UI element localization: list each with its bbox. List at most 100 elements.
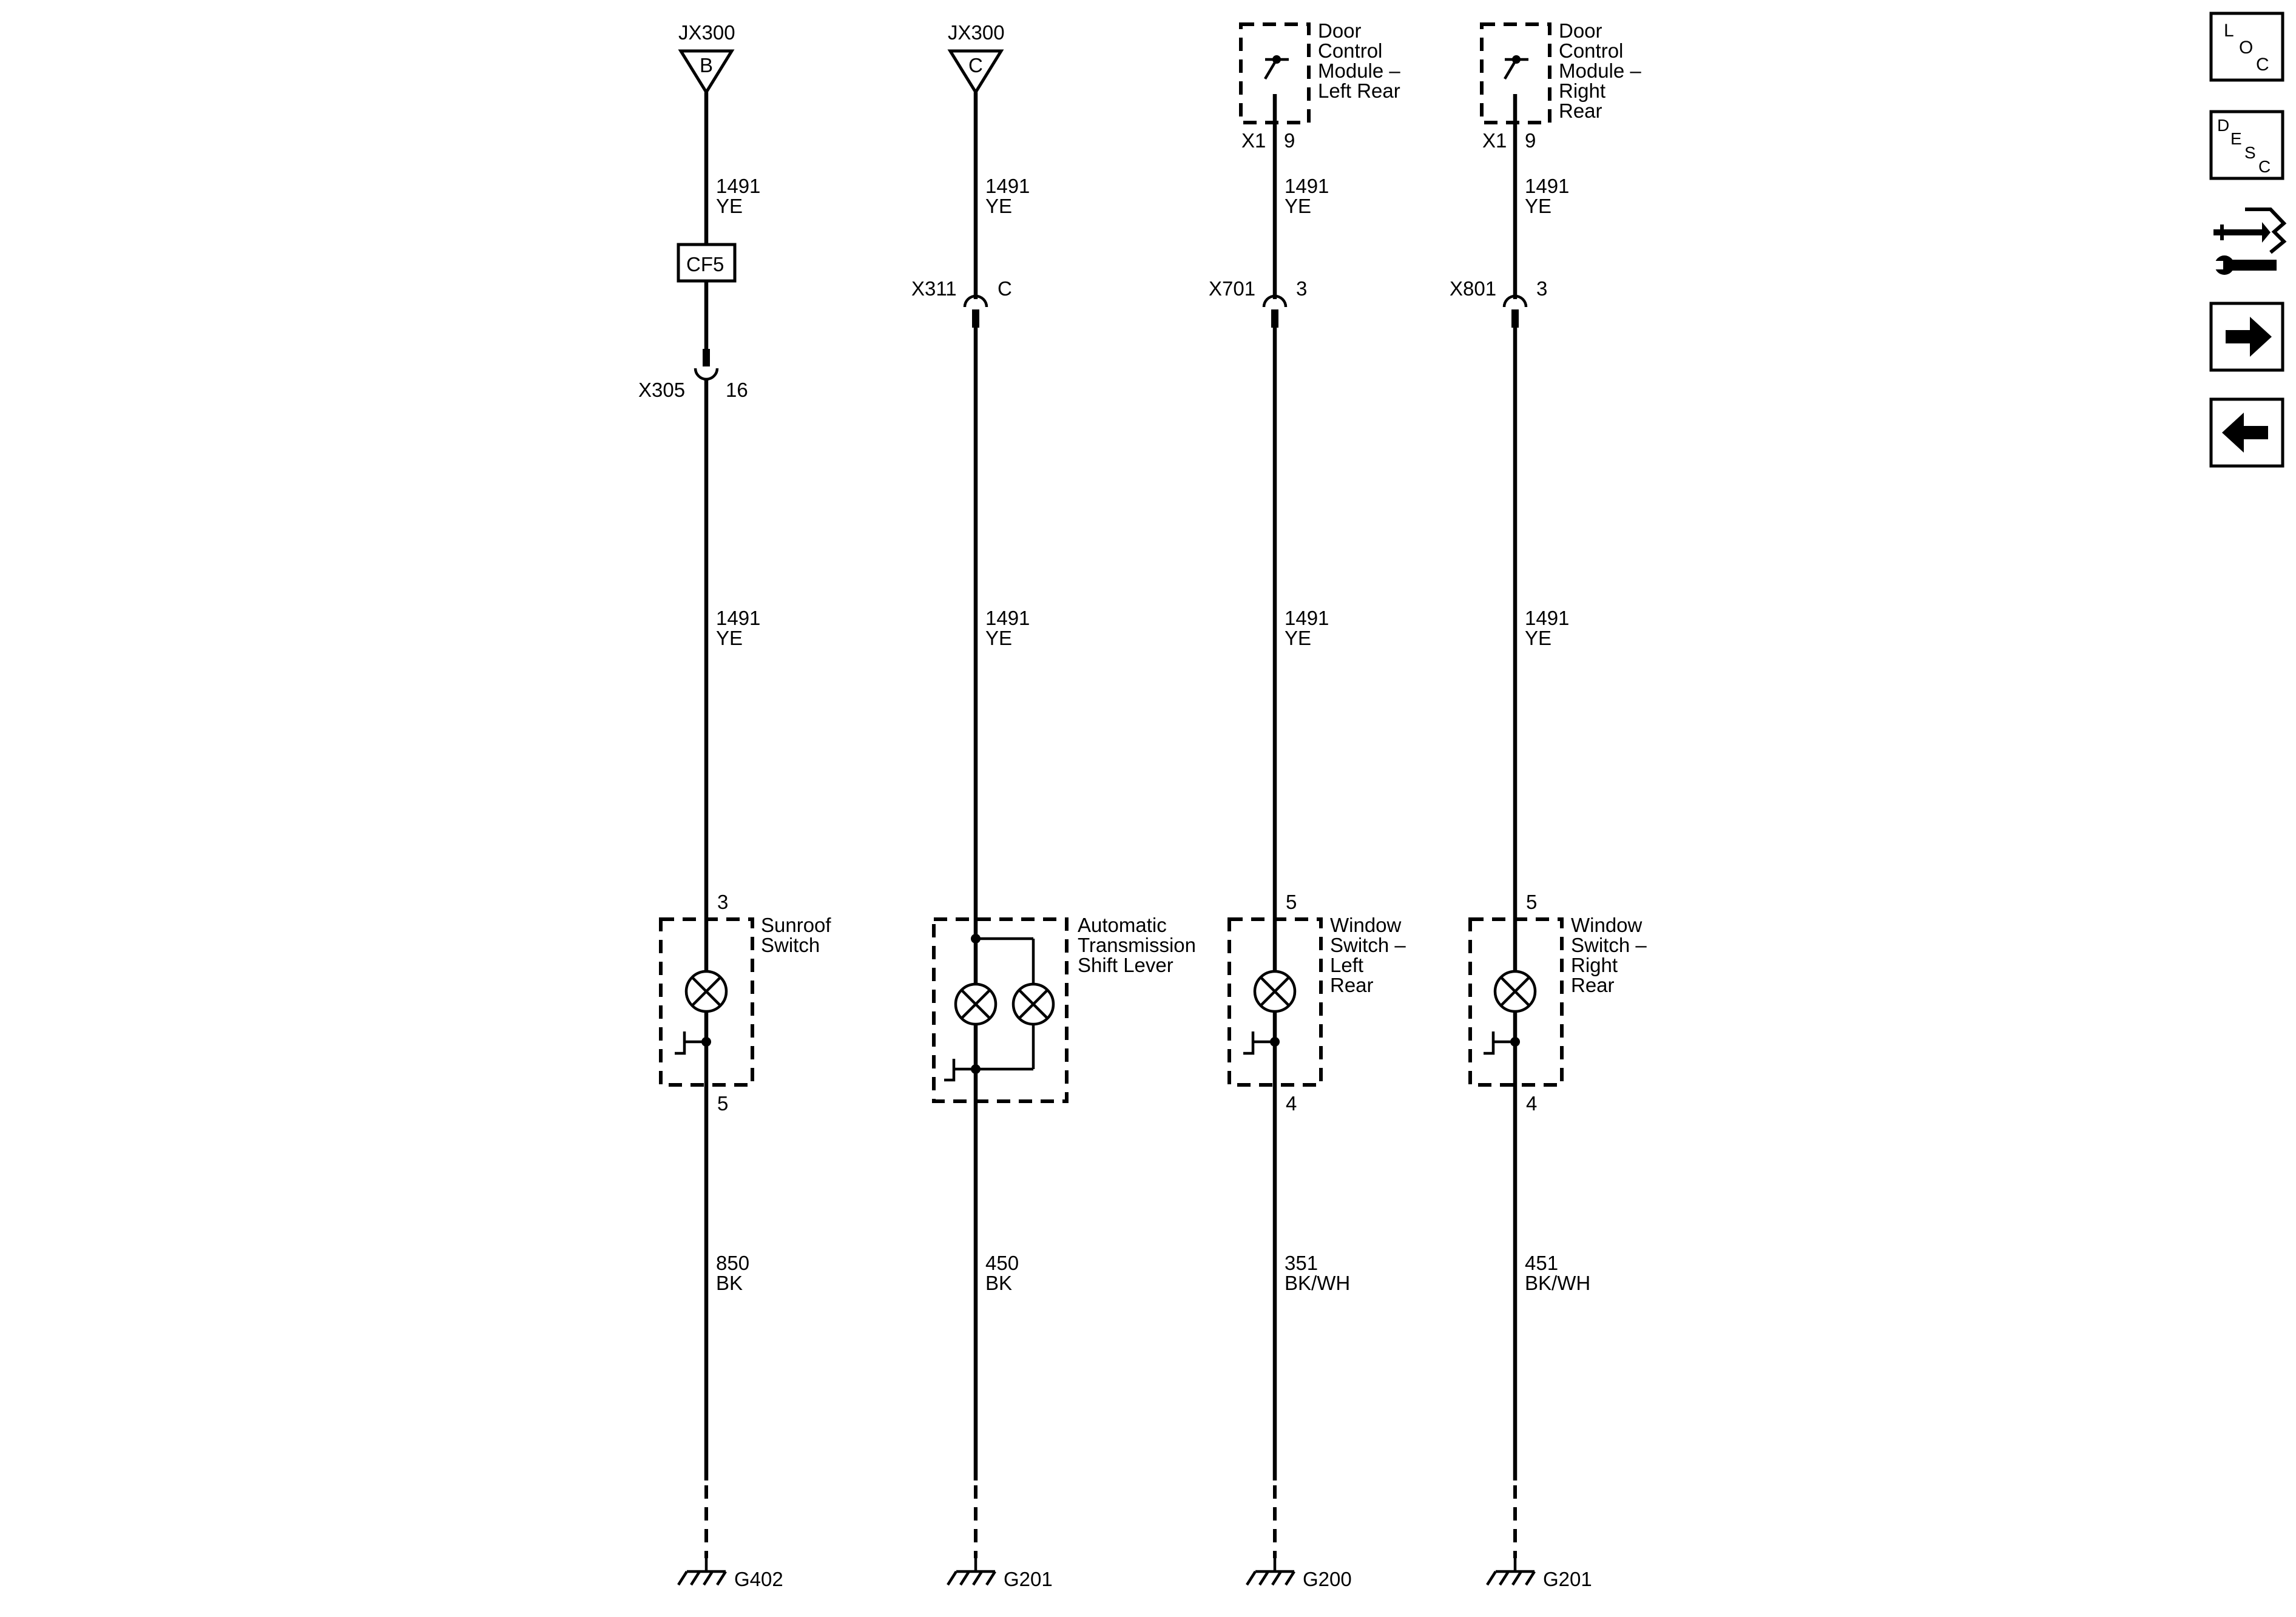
lamp-icon	[954, 982, 998, 1026]
wire-color: YE	[1285, 195, 1311, 217]
wire-circuit-number: 451	[1525, 1252, 1558, 1274]
wire-color: BK	[985, 1272, 1012, 1294]
circuit-sunroof: JX300 B 1491 YE CF5 X305 16 1491 YE 3 Su…	[638, 21, 831, 1590]
splice-hook-icon	[675, 1031, 706, 1055]
circuit-shift-lever: JX300 C 1491 YE X311 C 1491 YE Automatic…	[911, 21, 1196, 1590]
component-label-line: Switch –	[1571, 934, 1647, 956]
module-label-line: Rear	[1559, 100, 1602, 122]
component-label-line: Switch –	[1330, 934, 1406, 956]
source-label: JX300	[678, 21, 735, 44]
connector-tools-icon[interactable]	[2213, 208, 2287, 275]
wire-color: YE	[716, 627, 743, 649]
module-label-line: Door	[1318, 19, 1362, 42]
connector-name: X305	[638, 379, 685, 401]
connector-name: X311	[911, 277, 957, 300]
wire-circuit-number: 1491	[1285, 607, 1329, 629]
wire-circuit-number: 1491	[985, 607, 1030, 629]
wire-circuit-number: 850	[716, 1252, 749, 1274]
connector-pin: 3	[1536, 277, 1547, 300]
wire-circuit-number: 450	[985, 1252, 1019, 1274]
desc-letter: D	[2217, 116, 2229, 135]
wire-circuit-number: 1491	[985, 175, 1030, 197]
component-label-line: Left	[1330, 954, 1363, 976]
module-label-line: Control	[1559, 39, 1623, 62]
module-label-line: Right	[1559, 79, 1606, 102]
source-pin: B	[700, 54, 713, 76]
module-pin: 9	[1284, 129, 1295, 152]
wire-color: YE	[985, 195, 1012, 217]
connector-pin: 16	[726, 379, 748, 401]
circuit-window-right-rear: Door Control Module – Right Rear X1 9 14…	[1450, 19, 1647, 1590]
lamp-icon	[684, 970, 728, 1013]
wire-circuit-number: 1491	[716, 607, 760, 629]
shift-lever-box	[932, 917, 1069, 1103]
component-label-line: Right	[1571, 954, 1618, 976]
ground-label: G201	[1004, 1568, 1053, 1590]
connector-x701-symbol	[1262, 294, 1288, 308]
wire-color: YE	[1525, 627, 1551, 649]
pin-top: 3	[717, 891, 728, 913]
wire-circuit-number: 1491	[1285, 175, 1329, 197]
wire-color: BK	[716, 1272, 743, 1294]
component-label-line: Rear	[1330, 974, 1374, 996]
module-pin: 9	[1525, 129, 1536, 152]
nav-buttons: L O C D E S C	[2209, 12, 2287, 468]
wire-circuit-number: 1491	[716, 175, 760, 197]
desc-letter: S	[2244, 143, 2256, 162]
pin-bottom: 4	[1286, 1092, 1297, 1115]
source-terminal-triangle	[678, 49, 735, 95]
component-label-line: Sunroof	[761, 914, 831, 936]
component-label-line: Automatic	[1078, 914, 1167, 936]
switch-icon	[1264, 55, 1289, 80]
ground-label: G201	[1543, 1568, 1592, 1590]
circuit-window-left-rear: Door Control Module – Left Rear X1 9 149…	[1209, 19, 1406, 1590]
module-connector: X1	[1241, 129, 1266, 152]
wire-circuit-number: 351	[1285, 1252, 1318, 1274]
wire-color: YE	[985, 627, 1012, 649]
splice-hook-icon	[1484, 1031, 1515, 1055]
pin-bottom: 5	[717, 1092, 728, 1115]
component-label-line: Window	[1571, 914, 1643, 936]
pin-bottom: 4	[1526, 1092, 1537, 1115]
connector-name: X701	[1209, 277, 1255, 300]
desc-letter: C	[2258, 157, 2271, 176]
desc-letter: E	[2230, 129, 2242, 148]
component-label-line: Shift Lever	[1078, 954, 1173, 976]
module-label-line: Door	[1559, 19, 1602, 42]
arrow-right-button[interactable]	[2209, 302, 2284, 372]
module-label-line: Left Rear	[1318, 79, 1400, 102]
component-label-line: Switch	[761, 934, 820, 956]
pin-top: 5	[1286, 891, 1297, 913]
splice-hook-icon	[944, 1059, 976, 1082]
connector-pin: 3	[1296, 277, 1307, 300]
loc-letter: L	[2224, 21, 2234, 41]
component-label-line: Rear	[1571, 974, 1615, 996]
arrow-left-button[interactable]	[2209, 397, 2284, 468]
ground-symbol	[1246, 1558, 1295, 1586]
module-connector: X1	[1482, 129, 1507, 152]
ground-symbol	[677, 1558, 727, 1586]
module-label-line: Control	[1318, 39, 1382, 62]
connector-x801-symbol	[1502, 294, 1528, 308]
wire-color: BK/WH	[1285, 1272, 1350, 1294]
loc-letter: O	[2239, 38, 2253, 58]
wire-color: YE	[1285, 627, 1311, 649]
source-pin: C	[968, 54, 983, 76]
ground-label: G200	[1303, 1568, 1352, 1590]
wire-color: YE	[1525, 195, 1551, 217]
wire-color: YE	[716, 195, 743, 217]
module-label-line: Module –	[1559, 59, 1641, 82]
loc-button[interactable]: L O C	[2209, 12, 2284, 82]
desc-button[interactable]: D E S C	[2209, 110, 2284, 180]
loc-letter: C	[2256, 55, 2269, 75]
arrow-left-icon	[2222, 413, 2268, 453]
ground-symbol	[947, 1558, 996, 1586]
wire-circuit-number: 1491	[1525, 607, 1569, 629]
component-label-line: Window	[1330, 914, 1402, 936]
connector-x305-symbol	[694, 368, 719, 381]
wire-color: BK/WH	[1525, 1272, 1590, 1294]
connector-x311-symbol	[963, 294, 988, 308]
wire-circuit-number: 1491	[1525, 175, 1569, 197]
switch-icon	[1504, 55, 1528, 80]
